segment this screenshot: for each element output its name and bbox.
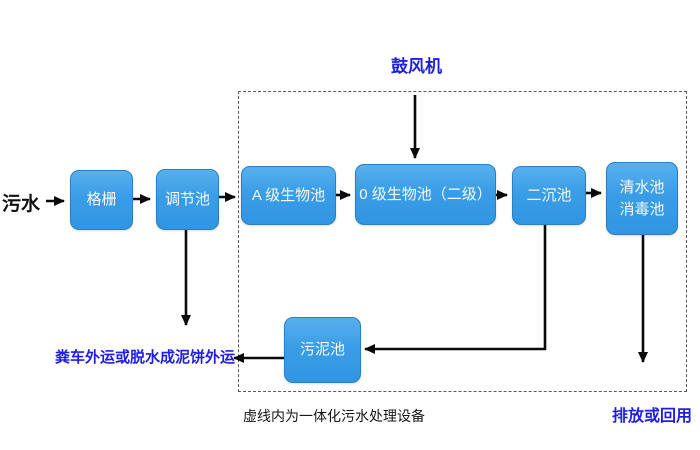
node-a-bio-tank: A 级生物池 [241, 166, 336, 225]
node-grid: 格栅 [70, 170, 133, 230]
node-secondary-sed-tank: 二沉池 [512, 166, 586, 225]
arrow-secondary-to-sludge-tank [364, 224, 547, 354]
node-sludge-tank-label: 污泥池 [299, 341, 345, 359]
node-a-bio-tank-label: A 级生物池 [251, 186, 326, 204]
integrated-equipment-dashed-boundary [238, 91, 687, 392]
node-secondary-sed-tank-label: 二沉池 [526, 186, 572, 204]
dashed-box-note-label: 虚线内为一体化污水处理设备 [243, 408, 425, 424]
node-sludge-tank: 污泥池 [284, 317, 361, 383]
influent-label: 污水 [2, 194, 41, 215]
node-clear-disinfect-tank: 清水池 消毒池 [606, 162, 678, 235]
node-o-bio-tank: 0 级生物池（二级） [355, 164, 496, 225]
node-clear-disinfect-tank-label: 清水池 消毒池 [619, 178, 665, 218]
node-grid-label: 格栅 [86, 191, 117, 209]
node-o-bio-tank-label: 0 级生物池（二级） [359, 185, 492, 203]
sludge-disposal-label: 粪车外运或脱水成泥饼外运 [55, 349, 236, 366]
node-regulating-tank: 调节池 [156, 169, 219, 230]
node-regulating-tank-label: 调节池 [164, 190, 210, 208]
blower-label: 鼓风机 [391, 57, 442, 76]
discharge-label: 排放或回用 [612, 408, 693, 425]
